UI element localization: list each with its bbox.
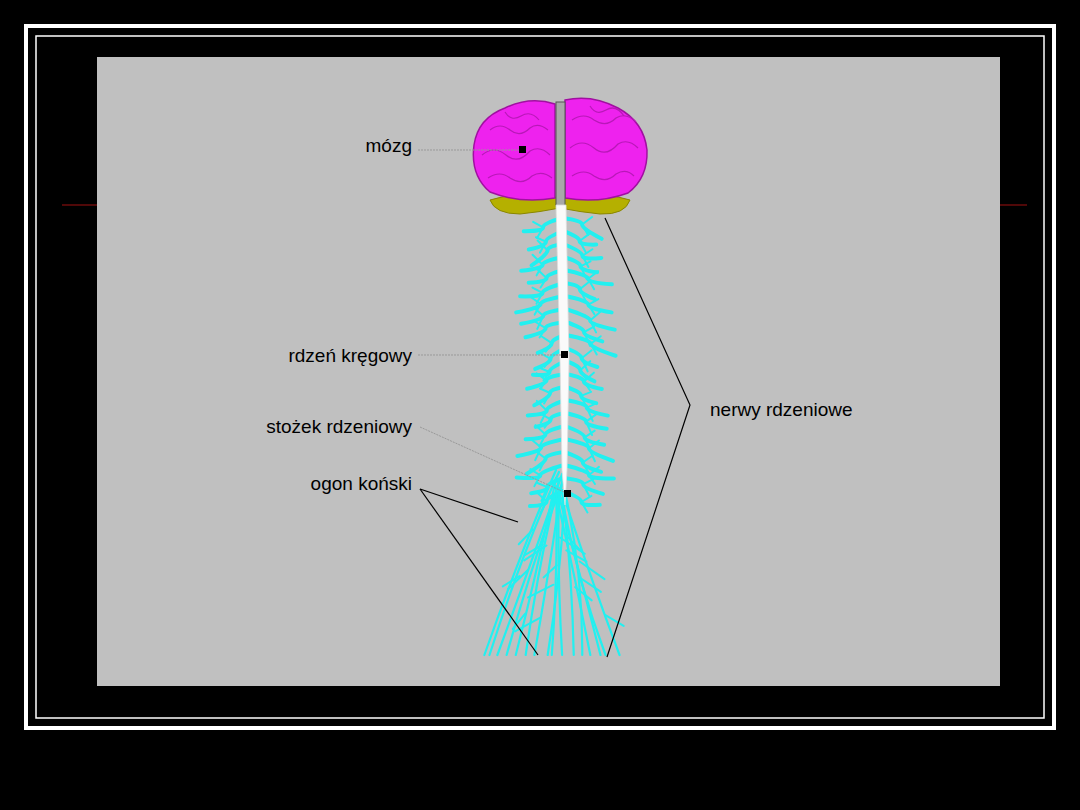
nerve-stroke bbox=[588, 305, 594, 314]
nerve-stroke bbox=[532, 288, 542, 293]
nerve-stroke bbox=[531, 439, 541, 447]
nerve-stroke bbox=[542, 337, 552, 344]
nerve-stroke bbox=[580, 241, 586, 252]
nerve-stroke bbox=[490, 472, 559, 655]
nerve-stroke bbox=[541, 414, 551, 420]
nerve-stroke bbox=[544, 565, 557, 577]
nerve-stroke bbox=[584, 381, 590, 390]
nerve-stroke bbox=[580, 281, 590, 289]
leader-line bbox=[418, 150, 520, 151]
nerve-stroke bbox=[584, 327, 594, 333]
nerve-stroke bbox=[534, 482, 562, 655]
nerve-stroke bbox=[536, 322, 546, 328]
nerve-stroke bbox=[540, 388, 550, 393]
nerve-stroke bbox=[526, 426, 566, 439]
nerve-stroke bbox=[508, 570, 528, 589]
nerve-stroke bbox=[582, 217, 592, 225]
nerve-stroke bbox=[539, 368, 549, 372]
nerve-stroke bbox=[544, 393, 550, 403]
nerve-stroke bbox=[515, 618, 540, 632]
nerve-stroke bbox=[537, 373, 547, 380]
nerve-stroke bbox=[588, 299, 598, 305]
brainstem bbox=[556, 102, 565, 206]
nerve-stroke bbox=[545, 419, 551, 427]
nerve-stroke bbox=[537, 401, 547, 411]
part-label: stożek rdzeniowy bbox=[266, 416, 412, 438]
nerve-stroke bbox=[582, 224, 588, 234]
nerve-stroke bbox=[533, 307, 543, 316]
nerve-stroke bbox=[585, 431, 595, 438]
nerve-stroke bbox=[545, 359, 551, 367]
nerve-stroke bbox=[589, 467, 599, 475]
outer-frame bbox=[26, 26, 1054, 728]
part-label: rdzeń kręgowy bbox=[288, 345, 412, 367]
nerve-stroke bbox=[588, 271, 598, 279]
brain-right-hemisphere bbox=[565, 98, 647, 200]
nerve-stroke bbox=[528, 585, 554, 598]
nerve-stroke bbox=[583, 484, 589, 496]
spinal-nerves bbox=[484, 217, 623, 655]
leader-line bbox=[420, 427, 564, 492]
leader-line bbox=[420, 489, 538, 655]
nerve-stroke bbox=[581, 496, 591, 502]
leader-dot bbox=[564, 490, 571, 497]
nerve-stroke bbox=[583, 479, 593, 484]
nerve-stroke bbox=[537, 227, 543, 238]
nerve-stroke bbox=[537, 269, 547, 279]
part-label: mózg bbox=[366, 135, 412, 157]
nerve-stroke bbox=[582, 350, 592, 358]
nerve-stroke bbox=[605, 615, 623, 626]
nerve-stroke bbox=[591, 336, 601, 344]
nerve-stroke bbox=[580, 361, 590, 370]
nerve-stroke bbox=[587, 403, 597, 407]
leader-dot bbox=[519, 146, 526, 153]
nerve-stroke bbox=[552, 486, 557, 655]
part-label: ogon koński bbox=[311, 473, 412, 495]
nerve-stroke bbox=[541, 353, 551, 359]
leader-dot bbox=[561, 351, 568, 358]
leader-line bbox=[418, 355, 561, 356]
nerve-stroke bbox=[590, 312, 600, 320]
nerve-stroke bbox=[533, 255, 543, 265]
nerve-stroke bbox=[588, 279, 594, 289]
nerve-stroke bbox=[533, 222, 543, 227]
inner-frame bbox=[36, 36, 1044, 718]
nerve-stroke bbox=[542, 250, 548, 259]
nerve-stroke bbox=[581, 392, 591, 396]
nerve-stroke bbox=[538, 240, 548, 250]
nerve-stroke bbox=[541, 380, 547, 388]
nerve-stroke bbox=[531, 297, 541, 304]
panel bbox=[97, 57, 1000, 686]
nerve-stroke bbox=[530, 469, 540, 475]
nerve-stroke bbox=[586, 414, 596, 421]
nerve-stroke bbox=[584, 373, 594, 382]
bracket bbox=[605, 218, 690, 657]
nerve-stroke bbox=[563, 218, 602, 239]
nerve-stroke bbox=[580, 234, 590, 241]
nerve-stroke bbox=[535, 425, 545, 434]
nerve-stroke bbox=[583, 455, 593, 462]
nerve-stroke bbox=[581, 502, 587, 513]
nerve-stroke bbox=[581, 261, 591, 266]
nerve-stroke bbox=[507, 476, 565, 655]
nerve-stroke bbox=[536, 451, 546, 458]
nerve-stroke bbox=[484, 470, 556, 655]
nerve-stroke bbox=[524, 545, 546, 560]
nerve-stroke bbox=[565, 500, 620, 655]
nerve-stroke bbox=[589, 448, 595, 461]
nerve-stroke bbox=[526, 480, 559, 655]
part-label: nerwy rdzeniowe bbox=[710, 399, 853, 421]
nerve-stroke bbox=[589, 440, 599, 448]
nerve-stroke bbox=[541, 278, 547, 287]
nerve-stroke bbox=[582, 249, 592, 256]
leader-line bbox=[420, 489, 518, 522]
nerve-stroke bbox=[556, 494, 590, 655]
nerve-stroke bbox=[562, 498, 606, 655]
nerve-stroke bbox=[591, 344, 597, 355]
nerve-stroke bbox=[546, 343, 552, 352]
nerve-stroke bbox=[540, 458, 546, 470]
